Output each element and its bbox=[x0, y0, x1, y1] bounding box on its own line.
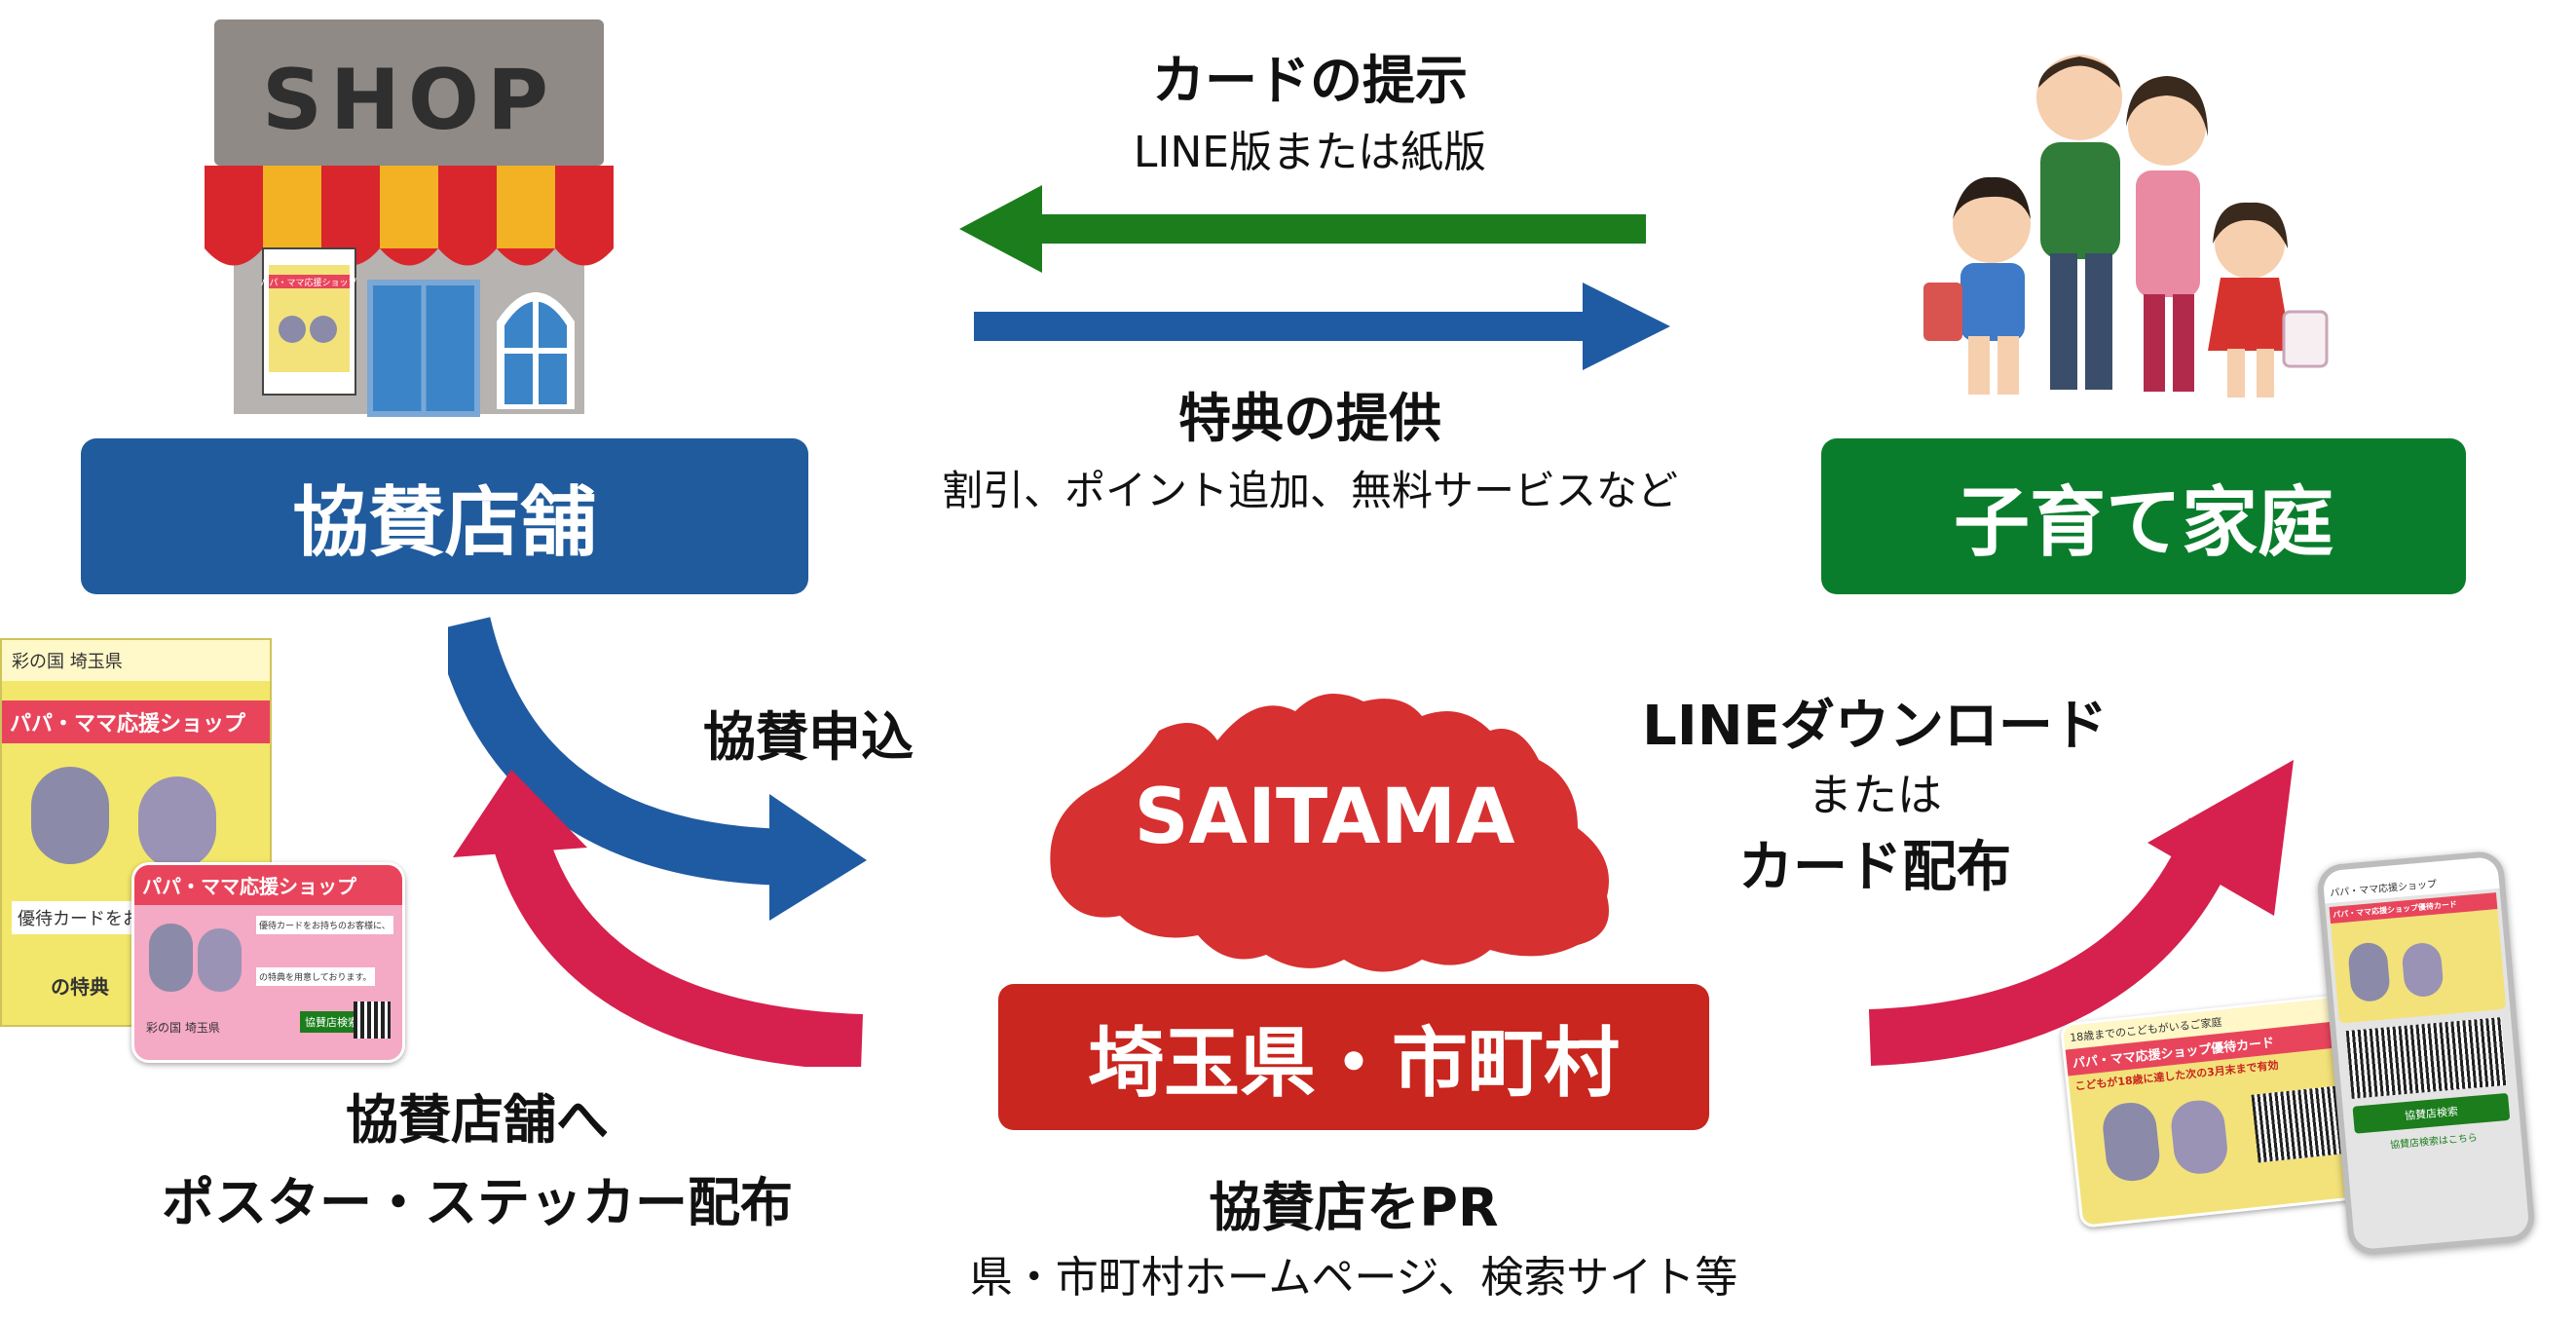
gov-box-label: 埼玉県・市町村 bbox=[1087, 1020, 1620, 1108]
apply-label: 協賛申込 bbox=[703, 706, 914, 768]
shop-sign-text: SHOP bbox=[262, 52, 556, 149]
card-show-sub: LINE版または紙版 bbox=[1133, 128, 1487, 177]
shop-mini-poster-title: パパ・ママ応援ショップ bbox=[260, 277, 356, 288]
benefit-title: 特典の提供 bbox=[1178, 388, 1441, 449]
sticker-text-1: 優待カードをお持ちのお客様に、 bbox=[256, 916, 393, 934]
gov-box: 埼玉県・市町村 bbox=[998, 984, 1709, 1130]
family-box: 子育て家庭 bbox=[1821, 438, 2466, 594]
shop-box-label: 協賛店舗 bbox=[292, 479, 597, 567]
pr-sub: 県・市町村ホームページ、検索サイト等 bbox=[969, 1253, 1738, 1303]
apply-arrow bbox=[448, 617, 867, 921]
family-illustration bbox=[1923, 55, 2329, 397]
sticker-qr bbox=[354, 1002, 391, 1039]
shop-illustration: SHOP パパ・ママ応援ショップ bbox=[205, 19, 614, 417]
poster-line1: 協賛店舗へ bbox=[346, 1089, 609, 1151]
poster-title: パパ・ママ応援ショップ bbox=[2, 700, 270, 743]
phone-image: パパ・ママ応援ショップ パパ・ママ応援ショップ優待カード 協賛店検索 協賛店検索… bbox=[2315, 850, 2537, 1257]
line-download-arrow bbox=[1868, 760, 2294, 1066]
saitama-map-label: SAITAMA bbox=[1134, 774, 1514, 861]
poster-foot: の特典 bbox=[51, 975, 109, 999]
card-show-arrow bbox=[959, 185, 1646, 273]
poster-characters bbox=[21, 757, 245, 874]
family-box-label: 子育て家庭 bbox=[1953, 479, 2333, 567]
line-download-line2: または bbox=[1808, 769, 1942, 821]
benefit-arrow bbox=[974, 283, 1670, 370]
poster-line2: ポスター・ステッカー配布 bbox=[162, 1172, 793, 1233]
line-download-line3: カード配布 bbox=[1738, 836, 2011, 899]
saitama-map: SAITAMA bbox=[1050, 694, 1609, 972]
shop-box: 協賛店舗 bbox=[81, 438, 808, 594]
sticker-badge: 協賛店検索 bbox=[300, 1011, 363, 1033]
poster-header: 彩の国 埼玉県 bbox=[2, 640, 270, 681]
sticker-foot: 彩の国 埼玉県 bbox=[146, 1021, 220, 1035]
sticker-image: パパ・ママ応援ショップ 優待カードをお持ちのお客様に、 の特典を用意しております… bbox=[131, 862, 405, 1063]
pr-title: 協賛店をPR bbox=[1209, 1177, 1499, 1238]
benefit-card-image: 18歳までのこどもがいるご家庭 パパ・ママ応援ショップ優待カード こどもが18歳… bbox=[2059, 994, 2369, 1228]
sticker-text-2: の特典を用意しております。 bbox=[256, 967, 375, 986]
benefit-sub: 割引、ポイント追加、無料サービスなど bbox=[941, 467, 1678, 514]
sticker-title: パパ・ママ応援ショップ bbox=[134, 865, 402, 905]
poster-arrow bbox=[453, 770, 864, 1067]
line-download-line1: LINEダウンロード bbox=[1642, 695, 2108, 758]
card-show-title: カードの提示 bbox=[1152, 50, 1468, 111]
